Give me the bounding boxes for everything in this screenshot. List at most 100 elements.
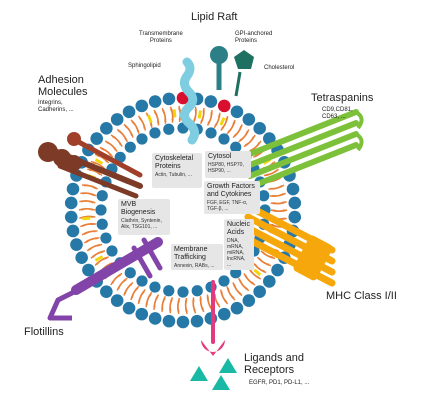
lipid-tail: [213, 114, 220, 129]
mhc-label: MHC Class I/II: [326, 290, 397, 302]
cytoskeletal-sub: Actin, Tubulin, ...: [155, 172, 192, 178]
lipid-head: [230, 301, 244, 315]
tetraspanin-helix: [247, 109, 359, 157]
lipid-tail: [263, 169, 278, 177]
cholesterol-marker: [253, 268, 262, 277]
membrane-box: Membrane Trafficking Annexin, RABs, ...: [171, 244, 223, 270]
adhesion-title: Adhesion Molecules: [38, 74, 88, 98]
lipid-head: [66, 182, 80, 196]
lipid-head: [218, 275, 230, 287]
lipid-head: [230, 141, 242, 153]
lipid-tail: [138, 288, 146, 303]
lipid-head: [190, 314, 204, 328]
mvb-box: MVB Biogenesis Clathrin, Syntenin, Alix,…: [118, 199, 170, 235]
lipid-head: [124, 141, 136, 153]
lipid-tail: [220, 117, 228, 132]
lipid-tail: [226, 286, 235, 299]
lipid-tail: [219, 289, 228, 303]
ligands-title: Ligands and Receptors: [244, 352, 304, 376]
lipid-head: [286, 182, 300, 196]
lipid-head: [163, 285, 175, 297]
lipid-head: [271, 263, 284, 277]
mhc-protein-icon: [244, 202, 336, 287]
lipid-head: [75, 251, 88, 264]
transmembrane-protein-icon: [179, 57, 200, 145]
lipid-tail: [111, 272, 123, 284]
lipid-head: [70, 238, 83, 251]
lipid-head: [96, 218, 108, 230]
lipid-raft-title: Lipid Raft: [191, 11, 238, 23]
lipid-tail: [252, 262, 265, 272]
lipid-tail: [260, 250, 274, 259]
flotillin-arm: [141, 237, 163, 271]
tetraspanin-helix: [247, 142, 359, 190]
lipid-tail: [177, 297, 181, 313]
cholesterol-marker: [197, 110, 203, 119]
lipid-head: [258, 190, 270, 202]
nucleic-sub: DNA, mRNA, miRNA, lncRNA, ...: [227, 238, 246, 268]
lipid-tail: [88, 243, 103, 251]
lipid-head: [149, 127, 161, 139]
lipid-tail: [153, 294, 160, 309]
lipid-head: [217, 99, 231, 113]
lipid-tail: [124, 281, 134, 295]
adhesion-stalk: [49, 147, 143, 189]
lipid-head: [64, 196, 78, 210]
lipid-head: [204, 312, 218, 325]
lipid-head: [230, 267, 242, 279]
ligands-sub: EGFR, PD1, PD-L1, ...: [249, 380, 310, 386]
lipid-head: [176, 315, 190, 329]
lipid-tail: [243, 136, 255, 148]
adhesion-domain: [38, 142, 58, 162]
lipid-head: [100, 232, 112, 244]
lipid-head: [149, 281, 161, 293]
lipid-tail: [83, 230, 98, 236]
lipid-tail: [184, 297, 188, 313]
lipid-tail: [85, 237, 100, 243]
cholesterol-marker: [94, 158, 104, 165]
adhesion-stalk: [72, 137, 143, 178]
lipid-tail: [169, 297, 174, 312]
lipid-head: [230, 105, 244, 119]
lipid-tail: [81, 223, 97, 228]
lipid-tail: [232, 282, 242, 295]
adhesion-molecule-icon: [38, 132, 143, 199]
teal-protein-icon: [210, 46, 228, 90]
gpi-anchored-protein-icon: [234, 50, 254, 97]
flotillin-icon: [47, 237, 163, 321]
adhesion-stalk: [57, 163, 139, 199]
lipid-head: [110, 294, 124, 307]
lipid-head: [148, 312, 162, 325]
tetraspanin-icon: [247, 109, 364, 190]
lipid-head: [288, 196, 302, 210]
cytosol-sub: HSP80, HSP70, HSP90, ...: [208, 162, 244, 174]
cytoskeletal-title: Cytoskeletal Proteins: [155, 155, 194, 170]
growth-box: Growth Factors and Cytokines FGF, EGF, T…: [204, 181, 260, 214]
lipid-tail: [106, 141, 118, 153]
lipid-tail: [83, 184, 98, 190]
mhc-domain: [293, 235, 333, 281]
tetraspanin-loop: [354, 132, 364, 152]
lipid-tail: [206, 111, 213, 126]
mvb-title: MVB Biogenesis: [121, 201, 156, 216]
lipid-head: [253, 122, 266, 135]
lipid-head: [95, 204, 107, 216]
tetraspanin-loop: [354, 110, 364, 130]
lipid-head: [205, 127, 217, 139]
lipid-tail: [81, 200, 96, 204]
tetraspanin-helix: [247, 131, 359, 179]
lipid-head: [204, 95, 218, 108]
gpi-label: GPI-anchored Proteins: [235, 31, 273, 44]
lipid-head: [106, 245, 118, 257]
lipid-head: [66, 224, 80, 238]
lipid-head: [262, 132, 276, 145]
lipid-tail: [256, 256, 270, 266]
lipid-tail: [96, 154, 110, 164]
lipid-tail: [131, 285, 140, 299]
lipid-head: [100, 285, 113, 298]
lipid-tail: [192, 108, 197, 123]
cholesterol-marker: [219, 117, 226, 126]
lipid-tail: [138, 117, 147, 131]
lipid-tail: [124, 125, 134, 138]
lipid-tail: [270, 209, 286, 212]
